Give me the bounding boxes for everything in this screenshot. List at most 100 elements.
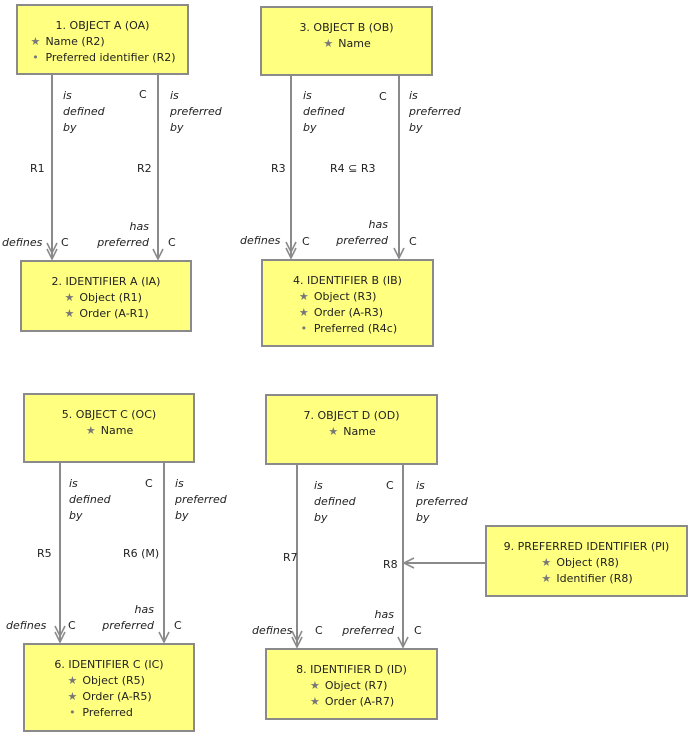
is-preferred-by-label: is preferred by [170,89,222,134]
defines-label: defines [252,624,293,637]
identifier-c-box: 6. IDENTIFIER C (IC) ★ Object (R5) ★ Order (… [23,643,195,732]
attribute-list: ★Object (R3)★Order (A-R3)• Preferred (R4c… [298,289,397,337]
r2-label: R2 [137,162,152,175]
attribute-label: Identifier (R8) [556,572,633,585]
attribute-row: ★ Name [327,424,375,440]
r8-label: R8 [383,558,398,571]
identifier-star-icon: ★ [64,291,75,304]
identifier-star-icon: ★ [298,290,309,303]
c-label: C [139,88,147,101]
attribute-row: ★ Object (R5) [66,673,151,689]
attribute-row: ★Name [85,423,133,439]
has-preferred-label: has preferred [102,603,154,632]
attribute-list: ★ Object (R5) ★ Order (A-R5) • Preferred [66,673,151,721]
is-defined-by-label: is defined by [303,89,345,134]
defines-label: defines [240,234,281,247]
c-label: C [302,235,310,248]
attribute-list: ★ Name [322,36,370,52]
c-label: C [61,236,69,249]
box-title: 5. OBJECT C (OC) [61,408,157,421]
attribute-row: • Preferred (R4c) [298,321,398,337]
attribute-list: ★ Object (R8) ★ Identifier (R8) [540,555,632,587]
attribute-list: ★Name [85,423,133,439]
box-title: 8. IDENTIFIER D (ID) [296,663,407,676]
preferred-identifier-box: 9. PREFERRED IDENTIFIER (PI) ★ Object (R8)… [485,525,688,597]
bullet-icon: • [69,706,76,719]
attribute-label: Object (R5) [82,674,145,687]
defines-label: defines [2,236,43,249]
box-title: 4. IDENTIFIER B (IB) [293,274,402,287]
box-title: 2. IDENTIFIER A (IA) [51,275,161,288]
attribute-row: ★Order (A-R3) [298,305,397,321]
identifier-star-icon: ★ [298,306,309,319]
c-label: C [168,236,176,249]
r5-label: R5 [37,547,52,560]
attribute-list: ★ Name [327,424,375,440]
attribute-list: ★Name (R2)•Preferred identifier (R2) [29,34,176,66]
identifier-star-icon: ★ [64,307,75,320]
identifier-star-icon: ★ [328,425,339,438]
r3-label: R3 [271,162,286,175]
c-label: C [414,624,422,637]
r4-label: R4 ⊆ R3 [330,162,376,175]
object-c-box: 5. OBJECT C (OC) ★Name [23,393,195,463]
identifier-star-icon: ★ [309,695,320,708]
box-title: 1. OBJECT A (OA) [55,19,150,32]
box-title: 6. IDENTIFIER C (IC) [54,658,164,671]
has-preferred-label: has preferred [336,218,388,247]
identifier-star-icon: ★ [323,37,334,50]
attribute-row: ★ Object (R1) [63,290,148,306]
attribute-label: Order (A-R1) [79,307,149,320]
attribute-row: ★ Order (A-R1) [63,306,148,322]
attribute-label: Object (R8) [556,556,619,569]
attribute-row: ★ Object (R7) [309,678,394,694]
attribute-row: ★Object (R3) [298,289,397,305]
attribute-label: Name [343,425,376,438]
identifier-star-icon: ★ [541,572,552,585]
identifier-star-icon: ★ [67,690,78,703]
is-defined-by-label: is defined by [69,477,111,522]
identifier-star-icon: ★ [309,679,320,692]
object-d-box: 7. OBJECT D (OD) ★ Name [265,394,438,465]
attribute-label: Name [338,37,371,50]
is-preferred-by-label: is preferred by [175,477,227,522]
bullet-icon: • [32,51,39,64]
r6-label: R6 (M) [123,547,160,560]
attribute-label: Object (R1) [79,291,142,304]
identifier-star-icon: ★ [85,424,96,437]
is-defined-by-label: is defined by [314,479,356,524]
object-b-box: 3. OBJECT B (OB) ★ Name [260,6,433,76]
attribute-label: Name (R2) [45,35,105,48]
attribute-row: • Preferred identifier (R2) [29,50,175,66]
attribute-label: Preferred identifier (R2) [45,51,176,64]
has-preferred-label: has preferred [97,220,149,249]
attribute-row: ★ Name [322,36,370,52]
identifier-b-box: 4. IDENTIFIER B (IB) ★Object (R3)★Order (… [261,259,434,347]
box-title: 7. OBJECT D (OD) [303,409,400,422]
attribute-label: Preferred (R4c) [313,322,398,335]
attribute-label: Order (A-R5) [82,690,152,703]
defines-label: defines [6,619,47,632]
c-label: C [145,477,153,490]
identifier-star-icon: ★ [541,556,552,569]
identifier-a-box: 2. IDENTIFIER A (IA) ★ Object (R1) ★ Order (… [20,260,192,332]
attribute-row: ★ Order (A-R5) [66,689,151,705]
c-label: C [379,90,387,103]
is-defined-by-label: is defined by [63,89,105,134]
identifier-star-icon: ★ [67,674,78,687]
r7-label: R7 [283,551,298,564]
attribute-row: ★ Order (A-R7) [309,694,394,710]
c-label: C [315,624,323,637]
has-preferred-label: has preferred [342,608,394,637]
attribute-label: Preferred [82,706,133,719]
c-label: C [174,619,182,632]
bullet-icon: • [300,322,308,335]
c-label: C [386,479,394,492]
attribute-label: Order (A-R7) [324,695,395,708]
attribute-label: Object (R7) [324,679,388,692]
box-title: 3. OBJECT B (OB) [299,21,394,34]
box-title: 9. PREFERRED IDENTIFIER (PI) [503,540,670,553]
attribute-row: ★ Identifier (R8) [540,571,632,587]
attribute-row: • Preferred [66,705,151,721]
